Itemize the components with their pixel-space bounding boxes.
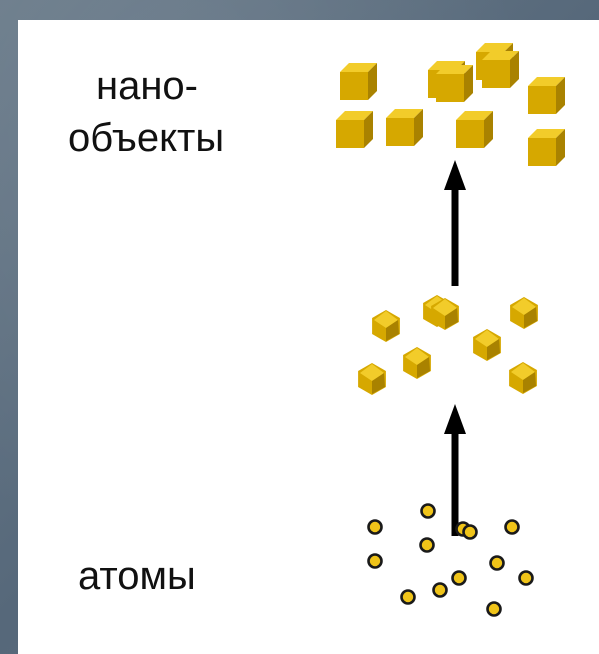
- nano-cube: [340, 63, 377, 100]
- atom: [518, 570, 534, 586]
- nano-cube: [528, 129, 565, 166]
- label-nano-line1: нано-: [96, 64, 198, 108]
- atom-cluster: [509, 362, 537, 394]
- atom: [486, 601, 502, 617]
- arrow-up: [444, 160, 466, 286]
- atom: [462, 524, 478, 540]
- atom-cluster: [372, 310, 400, 342]
- arrow-up: [444, 404, 466, 536]
- nano-cube: [436, 65, 473, 102]
- nano-cube: [482, 51, 519, 88]
- atom-cluster: [403, 347, 431, 379]
- atom: [451, 570, 467, 586]
- label-atoms: атомы: [78, 554, 196, 598]
- atom: [400, 589, 416, 605]
- nano-objects-group: [336, 43, 565, 166]
- atom-cluster: [473, 329, 501, 361]
- atom: [489, 555, 505, 571]
- nano-cube: [528, 77, 565, 114]
- atom: [367, 553, 383, 569]
- clusters-group: [358, 295, 538, 395]
- nano-cube: [386, 109, 423, 146]
- label-nano-line2: объекты: [68, 116, 225, 160]
- atom-cluster: [358, 363, 386, 395]
- arrows-group: [444, 160, 466, 536]
- atom-cluster: [431, 298, 459, 330]
- atom: [420, 503, 436, 519]
- atom: [419, 537, 435, 553]
- atom: [367, 519, 383, 535]
- atom: [432, 582, 448, 598]
- atom: [504, 519, 520, 535]
- atom-cluster: [510, 297, 538, 329]
- nano-cube: [456, 111, 493, 148]
- atoms-group: [367, 503, 534, 617]
- content-panel: [18, 20, 599, 654]
- nano-cube: [336, 111, 373, 148]
